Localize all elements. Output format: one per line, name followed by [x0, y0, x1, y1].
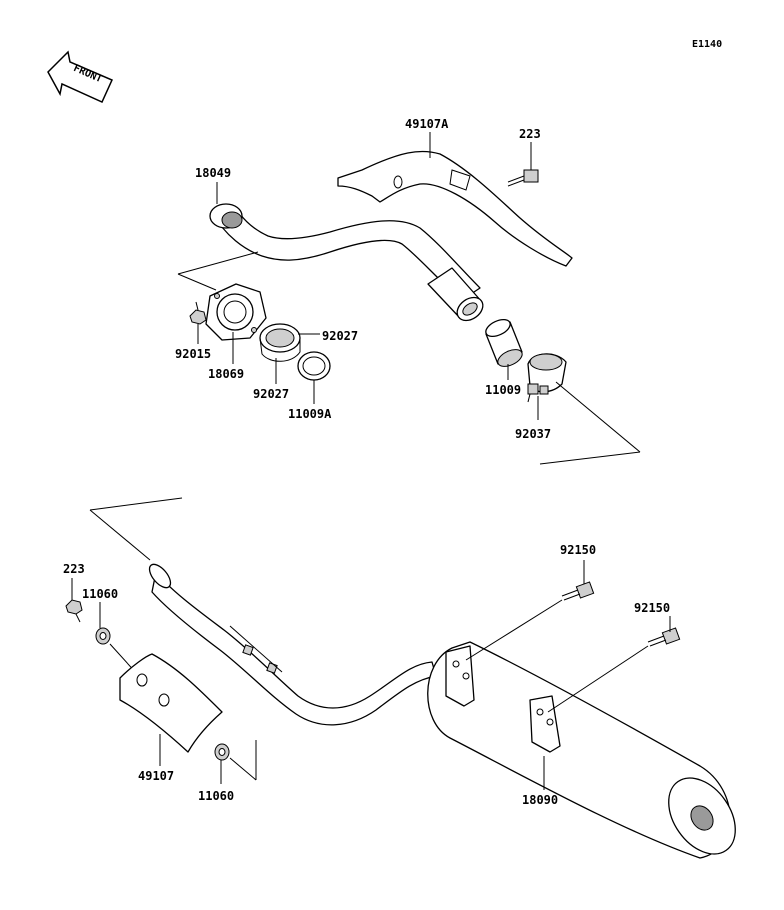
washer-11060-a	[95, 627, 111, 645]
label-92027-b: 92027	[253, 387, 289, 401]
ref-line-92150-a	[465, 599, 563, 661]
label-49107a: 49107A	[405, 117, 449, 131]
muffler-body	[427, 641, 736, 859]
ref-line-18049-a	[177, 251, 259, 275]
label-49107: 49107	[138, 769, 174, 783]
label-18069: 18069	[208, 367, 244, 381]
label-11060-b: 11060	[198, 789, 234, 803]
label-11009a: 11009A	[288, 407, 332, 421]
ref-line-18049-b	[177, 273, 217, 291]
label-223-top: 223	[519, 127, 541, 141]
bolt-92150-a	[561, 581, 595, 601]
ref-line-lower-b	[89, 509, 151, 561]
label-18090: 18090	[522, 793, 558, 807]
heat-guard-49107	[119, 653, 223, 753]
label-92015: 92015	[175, 347, 211, 361]
label-92150-b: 92150	[634, 601, 670, 615]
ref-line-92037-a	[555, 381, 641, 453]
nut-92015	[189, 301, 207, 325]
sleeve-11009	[485, 318, 523, 367]
clamp-92037	[527, 353, 567, 403]
label-92037: 92037	[515, 427, 551, 441]
ref-line-lower-a	[89, 497, 183, 511]
diagram-code: E1140	[692, 39, 722, 50]
flange-18069	[205, 283, 267, 341]
bolt-223-top	[507, 169, 539, 187]
heat-guard-49107a	[337, 150, 573, 267]
exhaust-pipe-18049	[209, 203, 484, 322]
label-223-bottom: 223	[63, 562, 85, 576]
ref-line-92150-b	[547, 645, 649, 713]
label-92027-a: 92027	[322, 329, 358, 343]
label-11009: 11009	[485, 383, 521, 397]
label-11060-a: 11060	[82, 587, 118, 601]
ref-line-92037-b	[539, 451, 641, 465]
bolt-92150-b	[647, 627, 681, 647]
label-18049: 18049	[195, 166, 231, 180]
label-92150-a: 92150	[560, 543, 596, 557]
ref-line-11060-b	[229, 757, 257, 781]
front-arrow-icon: FRONT	[47, 50, 113, 103]
washer-11060-b	[214, 743, 230, 761]
gasket-92027	[259, 323, 301, 362]
gasket-ring-11009a	[297, 351, 331, 381]
bolt-223-bottom	[65, 599, 83, 623]
